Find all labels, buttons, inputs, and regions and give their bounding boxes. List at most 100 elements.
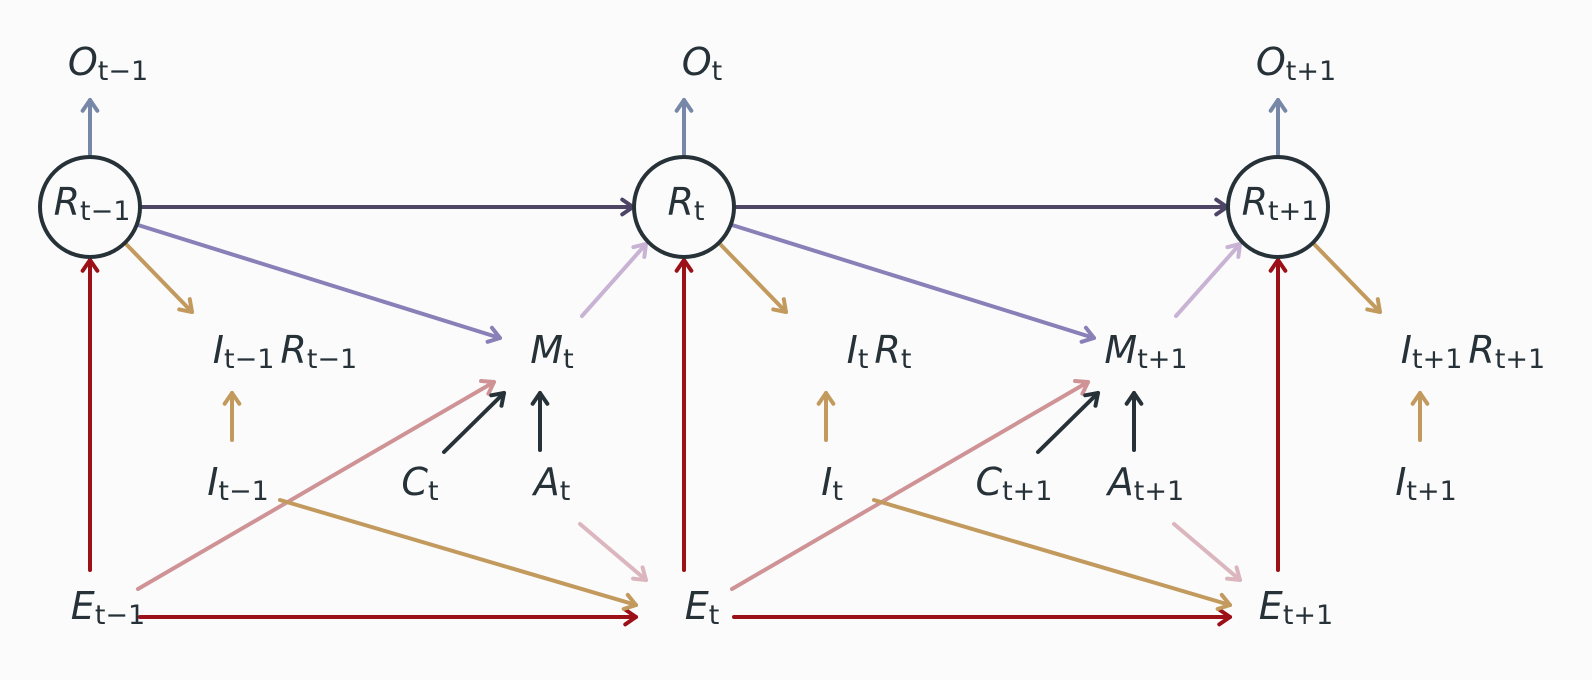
effort-to-r-arrow-2: [1268, 258, 1288, 572]
r-label-1-subscript: t: [694, 196, 705, 227]
i-label-1-subscript: t: [832, 476, 843, 507]
e-label-0-subscript: t−1: [95, 600, 145, 631]
a-to-e-arrow-0: [578, 522, 648, 582]
o-label-1-base: O: [682, 40, 712, 84]
r-label-2-base: R: [1242, 180, 1268, 224]
c-label-1-subscript: t: [428, 476, 439, 507]
r-node-circle-1: [632, 155, 736, 259]
a-label-1: At: [531, 460, 571, 507]
r-to-ir-arrow-1: [718, 242, 788, 314]
a-to-m-arrow-0: [530, 391, 550, 452]
nodes-layer: [38, 155, 1330, 259]
i-to-e-arrow-1: [872, 498, 1232, 612]
edges-layer: [80, 98, 1430, 627]
e-label-2: Et+1: [1259, 584, 1333, 631]
r-label-1-base: R: [668, 180, 694, 224]
e-label-2-subscript: t+1: [1283, 600, 1333, 631]
ir-label-1-i_sub: t: [858, 344, 869, 375]
e-label-0-base: E: [71, 584, 95, 628]
o-label-0: Ot−1: [68, 40, 148, 87]
obs-arrow-2: [1268, 98, 1288, 156]
a-to-m-arrow-1: [1124, 391, 1144, 452]
a-label-2-subscript: t+1: [1134, 476, 1184, 507]
ir-label-2-r: R: [1468, 328, 1494, 372]
a-label-1-subscript: t: [560, 476, 571, 507]
m-to-r-arrow-1: [1174, 242, 1242, 318]
effort-to-r-arrow-0: [80, 258, 100, 572]
o-label-0-subscript: t−1: [98, 56, 148, 87]
c-label-2: Ct+1: [976, 460, 1053, 507]
m-label-1: Mt: [530, 328, 573, 375]
o-label-2-base: O: [1256, 40, 1286, 84]
e-label-2-base: E: [1259, 584, 1283, 628]
e-to-m-arrow-1: [730, 379, 1090, 591]
r-label-1: Rt: [668, 180, 705, 227]
ir-label-2-r_sub: t+1: [1495, 344, 1545, 375]
m-label-2-subscript: t+1: [1137, 344, 1187, 375]
o-label-1: Ot: [682, 40, 723, 87]
i-label-2-base: I: [1395, 460, 1406, 504]
e-label-0: Et−1: [71, 584, 145, 631]
r-to-m-arrow-1: [730, 223, 1096, 344]
effort-transition-arrow-0: [138, 607, 638, 627]
effort-to-r-arrow-1: [674, 258, 694, 572]
c-label-1-base: C: [401, 460, 428, 504]
i-label-2: It+1: [1395, 460, 1457, 507]
e-label-1: Et: [685, 584, 720, 631]
i-to-e-arrow-0: [278, 498, 638, 612]
i-label-2-subscript: t+1: [1406, 476, 1456, 507]
r-label-0-base: R: [54, 180, 80, 224]
m-label-2: Mt+1: [1104, 328, 1187, 375]
ir-label-0-r: R: [280, 328, 306, 372]
m-label-1-subscript: t: [563, 344, 574, 375]
e-to-m-arrow-0: [136, 379, 496, 591]
i-to-ir-arrow-0: [222, 391, 242, 442]
transition-arrow-1: [734, 197, 1229, 217]
i-label-0: It−1: [207, 460, 269, 507]
m-label-1-base: M: [530, 328, 563, 372]
a-label-2: At+1: [1105, 460, 1184, 507]
i-label-1: It: [821, 460, 843, 507]
effort-transition-arrow-1: [732, 607, 1232, 627]
e-label-1-base: E: [685, 584, 709, 628]
r-to-ir-arrow-2: [1312, 242, 1382, 314]
ir-label-0-r_sub: t−1: [307, 344, 357, 375]
r-label-0: Rt−1: [54, 180, 131, 227]
ir-label-1-r_sub: t: [901, 344, 912, 375]
a-label-1-base: A: [531, 460, 560, 504]
r-label-2-subscript: t+1: [1268, 196, 1318, 227]
ir-label-0-i_sub: t−1: [224, 344, 274, 375]
ir-label-1-r: R: [874, 328, 900, 372]
m-to-r-arrow-0: [580, 242, 648, 318]
r-to-m-arrow-0: [136, 223, 502, 344]
a-label-2-base: A: [1105, 460, 1134, 504]
c-to-m-arrow-0: [442, 391, 506, 454]
o-label-2: Ot+1: [1256, 40, 1336, 87]
obs-arrow-1: [674, 98, 694, 156]
e-label-1-subscript: t: [709, 600, 720, 631]
o-label-2-subscript: t+1: [1286, 56, 1336, 87]
m-label-2-base: M: [1104, 328, 1137, 372]
a-to-e-arrow-1: [1172, 522, 1242, 582]
transition-arrow-0: [140, 197, 635, 217]
r-label-2: Rt+1: [1242, 180, 1319, 227]
c-to-m-arrow-1: [1036, 391, 1100, 454]
ir-label-1-i: I: [847, 328, 858, 372]
i-label-0-subscript: t−1: [218, 476, 268, 507]
c-label-2-subscript: t+1: [1002, 476, 1052, 507]
r-node-circle-2: [1226, 155, 1330, 259]
ir-label-2-i_sub: t+1: [1412, 344, 1462, 375]
c-label-1: Ct: [401, 460, 438, 507]
c-label-2-base: C: [976, 460, 1003, 504]
i-label-0-base: I: [207, 460, 218, 504]
obs-arrow-0: [80, 98, 100, 156]
ir-label-2-i: I: [1401, 328, 1412, 372]
r-node-circle-0: [38, 155, 142, 259]
r-label-0-subscript: t−1: [80, 196, 130, 227]
o-label-0-base: O: [68, 40, 98, 84]
